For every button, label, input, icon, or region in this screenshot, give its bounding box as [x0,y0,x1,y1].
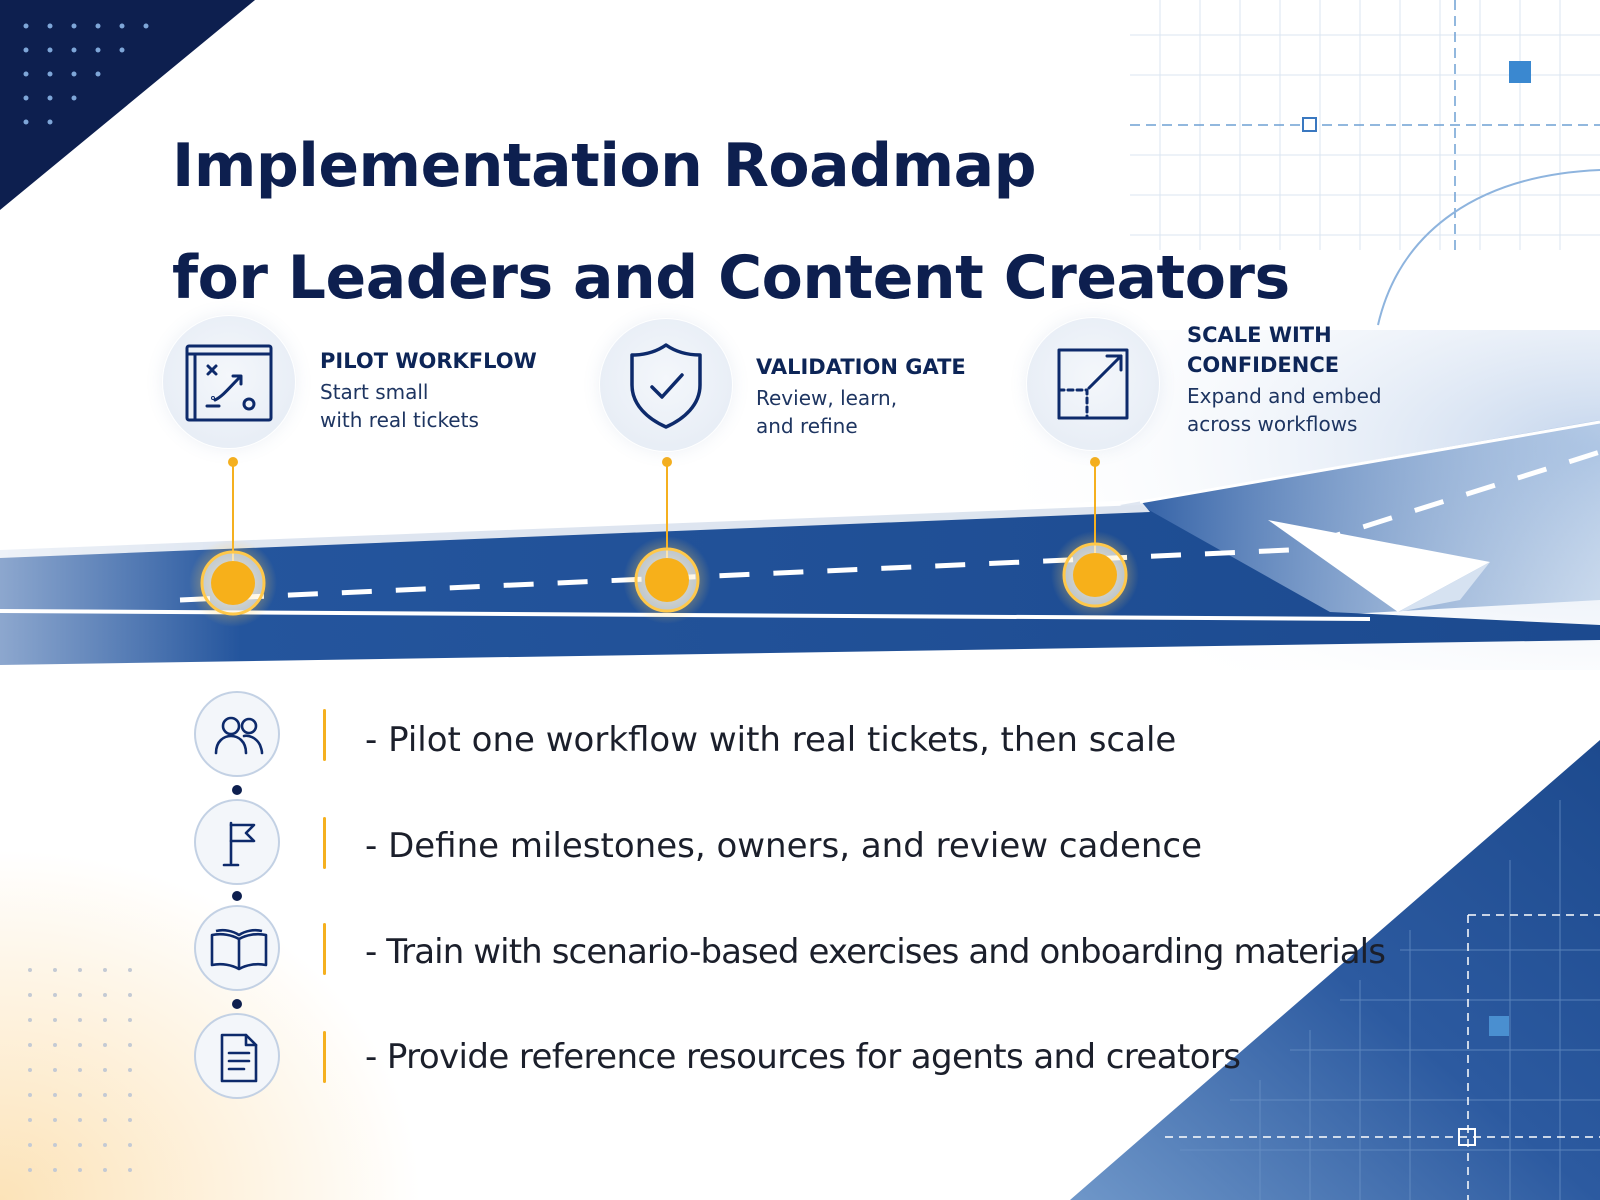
list-item-icon-circle [194,905,280,991]
phase-pilot-title: PILOT WORKFLOW [320,349,537,373]
phase-scale-desc: Expand and embed across workflows [1187,384,1382,436]
list-item-accent-bar [323,709,326,761]
people-icon [214,716,264,755]
document-icon [220,1033,258,1083]
list-item-icon-circle [194,799,280,885]
phase-validation-icon-circle [600,319,732,451]
list-item-accent-bar [323,817,326,869]
page-title-line-1: Implementation Roadmap [172,131,1037,201]
list-item-text: - Train with scenario-based exercises an… [365,932,1386,972]
phase-pilot-icon-circle [163,316,295,448]
list-item-icon-circle [194,691,280,777]
phase-scale-title: SCALE WITH CONFIDENCE [1187,323,1340,377]
list-connector-dot [232,785,242,795]
shield-check-icon [630,343,702,429]
list-item-text: - Define milestones, owners, and review … [365,826,1203,866]
list-connector-dot [232,891,242,901]
phase-pilot-desc: Start small with real tickets [320,380,479,432]
expand-arrow-icon [1057,348,1129,420]
page-title-line-2: for Leaders and Content Creators [172,243,1290,313]
list-connector-dot [232,999,242,1009]
page-title: Implementation Roadmap for Leaders and C… [172,110,1290,334]
list-item-text: - Provide reference resources for agents… [365,1037,1241,1077]
phase-validation-title: VALIDATION GATE [756,355,966,379]
phase-validation-desc: Review, learn, and refine [756,386,898,438]
list-item-icon-circle [194,1013,280,1099]
list-item-accent-bar [323,1031,326,1083]
phase-scale-icon-circle [1027,318,1159,450]
list-item-text: - Pilot one workflow with real tickets, … [365,720,1177,760]
list-item-accent-bar [323,923,326,975]
strategy-board-icon [185,344,273,422]
flag-icon [222,821,256,867]
open-book-icon [210,928,268,971]
